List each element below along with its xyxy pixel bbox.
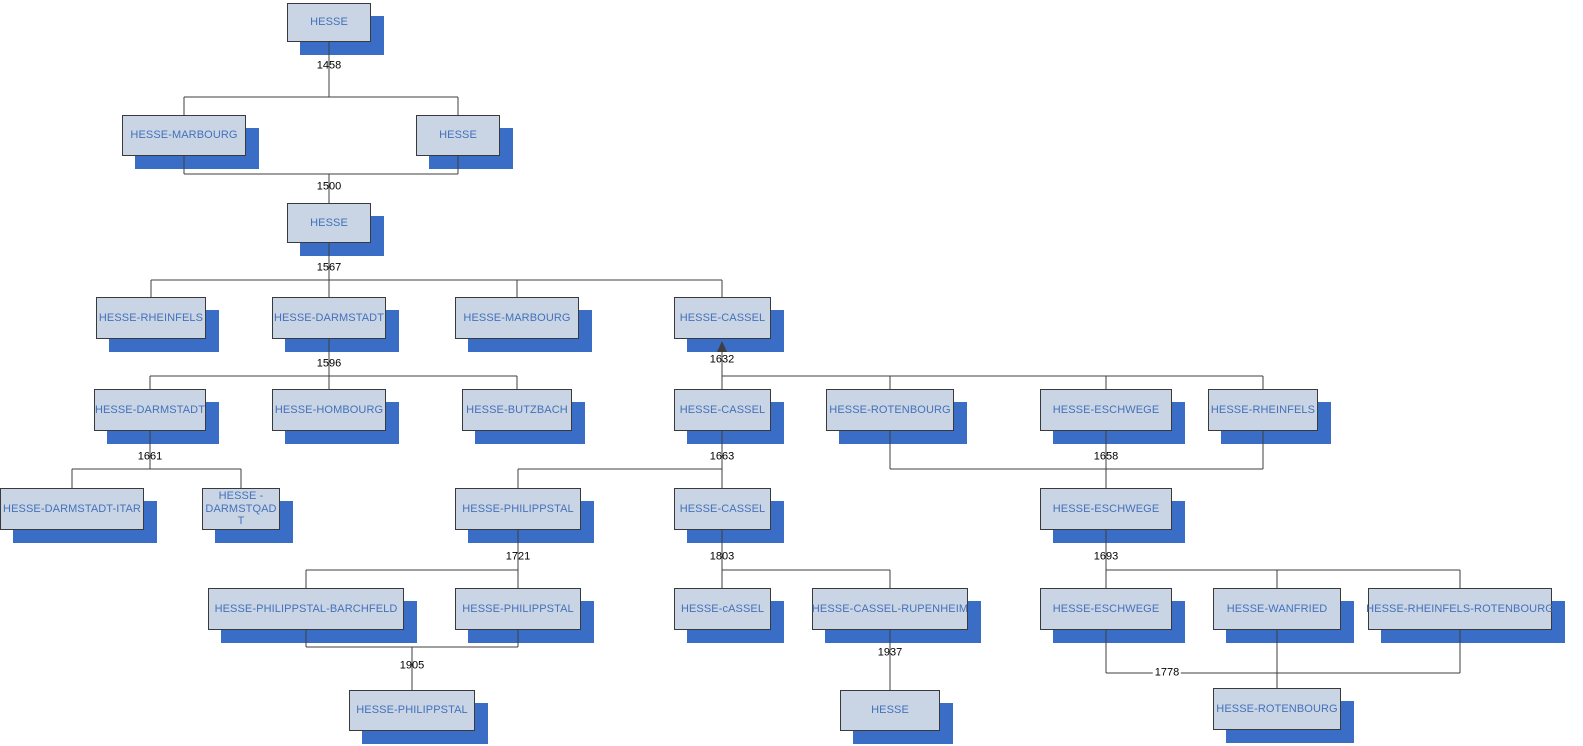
node-label: HESSE-WANFRIED bbox=[1226, 602, 1328, 615]
node-label: HESSE-CASSEL bbox=[679, 403, 766, 416]
date-label-1803: 1803 bbox=[709, 550, 735, 563]
node-hesse-wanfried: HESSE-WANFRIED bbox=[1213, 588, 1341, 630]
node-label: HESSE-ROTENBOURG bbox=[829, 403, 951, 416]
node-label: HESSE-ROTENBOURG bbox=[1216, 702, 1338, 715]
arrowhead-up-icon bbox=[717, 341, 727, 352]
node-label: HESSE-PHILIPPSTAL bbox=[462, 502, 574, 515]
date-label-1693: 1693 bbox=[1093, 550, 1119, 563]
node-hesse-root: HESSE bbox=[287, 3, 371, 42]
node-hesse-philippstal-2: HESSE-PHILIPPSTAL bbox=[455, 588, 581, 630]
node-label: HESSE-ESCHWEGE bbox=[1052, 403, 1160, 416]
node-label: HESSE-MARBOURG bbox=[130, 129, 238, 142]
node-label: HESSE-DARMSTADT bbox=[94, 403, 206, 416]
node-hesse-marbourg-1: HESSE-MARBOURG bbox=[122, 115, 246, 156]
date-label-1658: 1658 bbox=[1093, 450, 1119, 463]
date-label-1721: 1721 bbox=[505, 550, 531, 563]
node-label: HESSE-RHEINFELS bbox=[98, 311, 204, 324]
node-label: HESSE-CASSEL bbox=[679, 502, 766, 515]
node-label: HESSE - bbox=[218, 489, 264, 502]
node-hesse-darmstadt-2: HESSE-DARMSTADT bbox=[94, 389, 206, 431]
node-hesse-darmstadt-itar: HESSE-DARMSTADT-ITAR bbox=[0, 488, 144, 530]
node-hesse-cassel-4: HESSE-cASSEL bbox=[674, 588, 771, 630]
node-label: HESSE-BUTZBACH bbox=[466, 403, 568, 416]
node-label: HESSE-RHEINFELS bbox=[1210, 403, 1316, 416]
date-label-1500: 1500 bbox=[316, 180, 342, 193]
date-label-1632: 1632 bbox=[709, 353, 735, 366]
node-label: HESSE bbox=[871, 704, 909, 717]
node-label: HESSE-cASSEL bbox=[680, 602, 765, 615]
date-label-1661: 1661 bbox=[137, 450, 163, 463]
date-label-1596: 1596 bbox=[316, 357, 342, 370]
node-label: HESSE-DARMSTADT-ITAR bbox=[3, 502, 141, 515]
date-label-1663: 1663 bbox=[709, 450, 735, 463]
node-label: HESSE-MARBOURG bbox=[463, 311, 571, 324]
node-label: HESSE-PHILIPPSTAL-BARCHFELD bbox=[214, 602, 398, 615]
node-hesse-marbourg-2: HESSE-MARBOURG bbox=[455, 297, 579, 339]
node-label: HESSE-CASSEL-RUPENHEIM bbox=[811, 602, 969, 615]
node-label: T bbox=[237, 515, 245, 528]
node-hesse-eschwege-1: HESSE-ESCHWEGE bbox=[1040, 389, 1172, 431]
node-hesse-butzbach: HESSE-BUTZBACH bbox=[462, 389, 572, 431]
node-label: HESSE-ESCHWEGE bbox=[1052, 602, 1160, 615]
node-hesse-cassel-2: HESSE-CASSEL bbox=[674, 389, 771, 431]
node-hesse-eschwege-2: HESSE-ESCHWEGE bbox=[1040, 488, 1172, 530]
date-label-1567: 1567 bbox=[316, 261, 342, 274]
node-label: HESSE-DARMSTADT bbox=[273, 311, 385, 324]
node-hesse-philippstal-3: HESSE-PHILIPPSTAL bbox=[349, 690, 475, 731]
node-hesse-rotenbourg-2: HESSE-ROTENBOURG bbox=[1213, 688, 1341, 730]
node-hesse-philippstal-barchfeld: HESSE-PHILIPPSTAL-BARCHFELD bbox=[208, 588, 404, 630]
node-label: HESSE bbox=[439, 129, 477, 142]
node-hesse-cassel-rupenheim: HESSE-CASSEL-RUPENHEIM bbox=[812, 588, 968, 630]
node-label: HESSE bbox=[310, 216, 348, 229]
node-hesse-rheinfels-2: HESSE-RHEINFELS bbox=[1208, 389, 1318, 431]
node-label: HESSE-RHEINFELS-ROTENBOURG bbox=[1366, 602, 1554, 615]
node-label: HESSE-PHILIPPSTAL bbox=[356, 704, 468, 717]
node-label: DARMSTQAD bbox=[205, 502, 277, 515]
node-hesse-2: HESSE bbox=[416, 115, 500, 156]
node-hesse-darmstadt-1: HESSE-DARMSTADT bbox=[272, 297, 386, 339]
node-hesse-hombourg: HESSE-HOMBOURG bbox=[272, 389, 386, 431]
node-hesse-cassel-3: HESSE-CASSEL bbox=[674, 488, 771, 530]
date-label-1905: 1905 bbox=[399, 659, 425, 672]
node-hesse-philippstal-1: HESSE-PHILIPPSTAL bbox=[455, 488, 581, 530]
node-label: HESSE-ESCHWEGE bbox=[1052, 502, 1160, 515]
node-label: HESSE-HOMBOURG bbox=[274, 403, 384, 416]
node-hesse-eschwege-3: HESSE-ESCHWEGE bbox=[1040, 588, 1172, 630]
node-hesse-rotenbourg-1: HESSE-ROTENBOURG bbox=[826, 389, 954, 431]
date-label-1937: 1937 bbox=[877, 646, 903, 659]
node-hesse-cassel-1: HESSE-CASSEL bbox=[674, 297, 771, 339]
node-hesse-rheinfels-rotenbourg: HESSE-RHEINFELS-ROTENBOURG bbox=[1366, 588, 1554, 630]
node-label: HESSE bbox=[310, 16, 348, 29]
node-label: HESSE-PHILIPPSTAL bbox=[462, 602, 574, 615]
node-label: HESSE-CASSEL bbox=[679, 311, 766, 324]
node-hesse-4: HESSE bbox=[840, 690, 940, 731]
date-label-1458: 1458 bbox=[316, 59, 342, 72]
node-hesse-rheinfels-1: HESSE-RHEINFELS bbox=[96, 297, 206, 339]
node-hesse-3: HESSE bbox=[287, 203, 371, 243]
date-label-1778: 1778 bbox=[1152, 666, 1182, 679]
